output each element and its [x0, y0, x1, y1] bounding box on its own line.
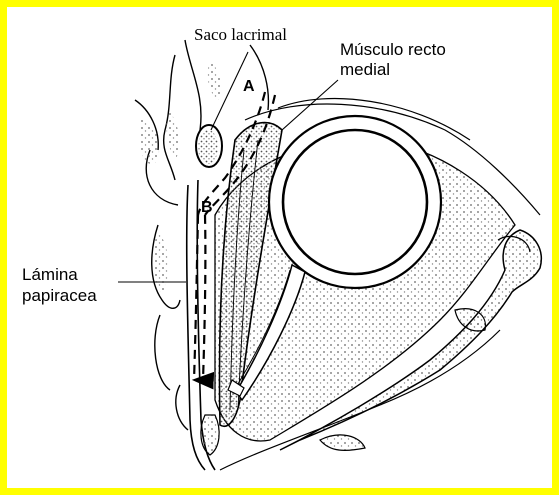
label-musculo-recto-line1: Músculo recto: [340, 40, 446, 60]
lacrimal-sac: [196, 125, 222, 167]
label-lamina-line1: Lámina: [22, 265, 78, 285]
label-point-a: A: [243, 78, 255, 96]
eyeball: [269, 116, 441, 288]
label-point-b: B: [201, 199, 213, 217]
label-saco-lacrimal: Saco lacrimal: [194, 25, 287, 45]
label-musculo-recto-line2: medial: [340, 60, 390, 80]
label-lamina-line2: papiracea: [22, 286, 97, 306]
